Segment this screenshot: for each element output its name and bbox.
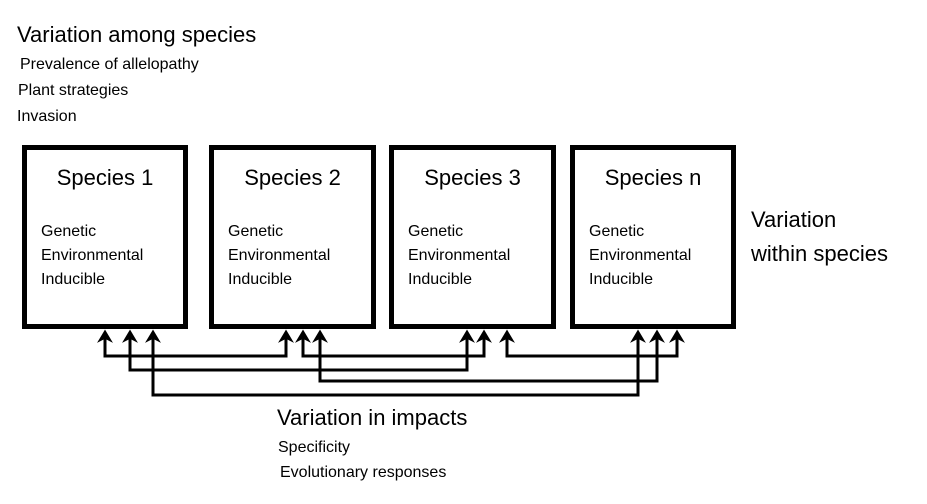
attribute-environmental: Environmental xyxy=(408,247,511,264)
attribute-genetic: Genetic xyxy=(408,223,464,240)
species-box-2: Species 2 Genetic Environmental Inducibl… xyxy=(209,145,376,329)
arrowhead-icon xyxy=(97,329,113,343)
attribute-environmental: Environmental xyxy=(589,247,692,264)
species-title: Species 1 xyxy=(56,165,154,190)
species-attributes: Genetic Environmental Inducible xyxy=(228,220,330,292)
species-box-1: Species 1 Genetic Environmental Inducibl… xyxy=(22,145,188,329)
connector-line xyxy=(151,337,640,397)
species-title: Species 3 xyxy=(424,165,521,190)
impacts-item-evolutionary: Evolutionary responses xyxy=(280,464,447,481)
species-title: Species 2 xyxy=(244,165,341,190)
arrowhead-icon xyxy=(630,329,646,343)
arrowhead-icon xyxy=(145,329,161,343)
attribute-environmental: Environmental xyxy=(41,247,144,264)
arrowhead-icon xyxy=(122,329,138,343)
connector-line xyxy=(318,337,659,383)
species-attributes: Genetic Environmental Inducible xyxy=(41,220,143,292)
arrowhead-icon xyxy=(476,329,492,343)
connector-line xyxy=(301,337,486,358)
among-item-invasion: Invasion xyxy=(17,108,77,125)
arrowhead-icon xyxy=(459,329,475,343)
attribute-genetic: Genetic xyxy=(228,223,284,240)
attribute-inducible: Inducible xyxy=(228,271,293,288)
connector-line xyxy=(505,337,679,358)
arrowhead-icon xyxy=(499,329,515,343)
among-item-prevalence: Prevalence of allelopathy xyxy=(20,56,199,73)
arrowhead-icon xyxy=(278,329,294,343)
arrowhead-icon xyxy=(649,329,665,343)
species-title: Species n xyxy=(604,165,702,190)
arrowhead-icon xyxy=(669,329,685,343)
connector-line xyxy=(128,337,469,372)
species-box-n: Species n Genetic Environmental Inducibl… xyxy=(570,145,736,329)
among-item-strategies: Plant strategies xyxy=(18,82,129,99)
attribute-inducible: Inducible xyxy=(589,271,654,288)
attribute-inducible: Inducible xyxy=(408,271,473,288)
arrowhead-icon xyxy=(312,329,328,343)
impacts-item-specificity: Specificity xyxy=(278,439,351,456)
attribute-genetic: Genetic xyxy=(41,223,97,240)
arrowhead-icon xyxy=(295,329,311,343)
attribute-genetic: Genetic xyxy=(589,223,645,240)
species-attributes: Genetic Environmental Inducible xyxy=(408,220,510,292)
impacts-heading: Variation in impacts xyxy=(277,405,468,430)
species-box-3: Species 3 Genetic Environmental Inducibl… xyxy=(389,145,556,329)
connector-line xyxy=(103,337,288,358)
within-species-line1: Variation xyxy=(751,207,837,232)
attribute-environmental: Environmental xyxy=(228,247,331,264)
among-species-heading: Variation among species xyxy=(17,22,257,47)
species-attributes: Genetic Environmental Inducible xyxy=(589,220,691,292)
within-species-line2: within species xyxy=(751,241,888,266)
attribute-inducible: Inducible xyxy=(41,271,106,288)
